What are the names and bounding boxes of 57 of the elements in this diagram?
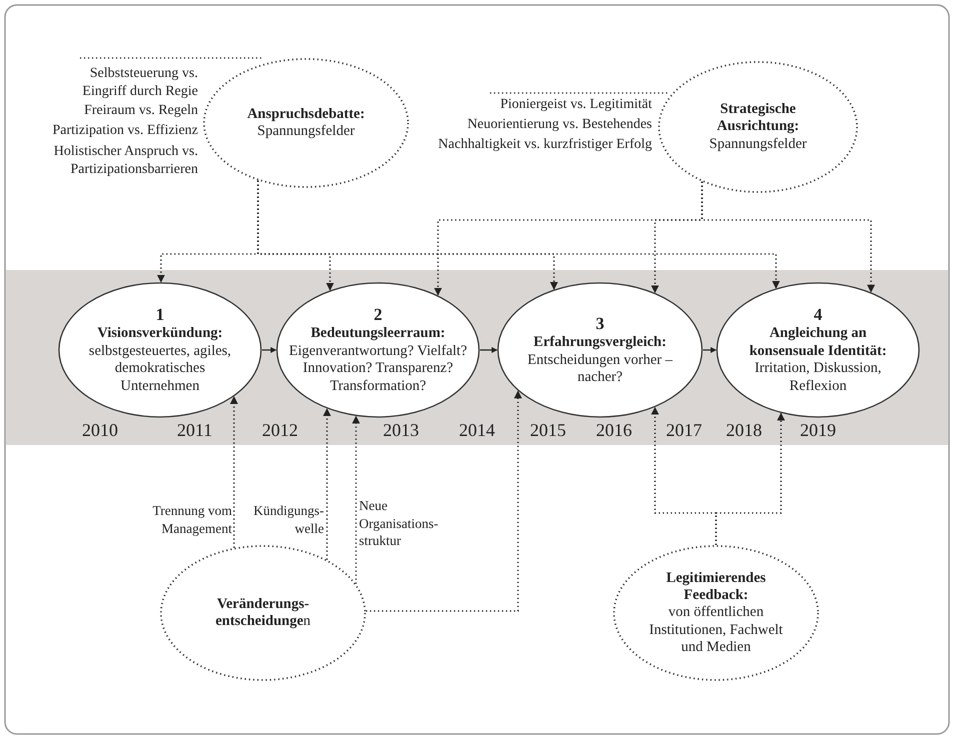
arrow <box>703 347 717 353</box>
node-text: selbstgesteuertes, agiles, demokratisches Unternehmen <box>88 342 232 395</box>
tension-label: Freiraum vs. Regeln <box>83 102 198 120</box>
year-label: 2016 <box>596 420 632 441</box>
year-label: 2014 <box>459 420 495 441</box>
arrow <box>262 347 277 353</box>
node-text: Eigenverantwortung? Vielfalt? Innovation? Transparenz? Transformation? <box>288 342 468 395</box>
year-label: 2019 <box>800 420 836 441</box>
year-label: 2012 <box>262 420 298 441</box>
node-heading: Visionsverkündung: <box>97 325 223 343</box>
node-text: Veränderungs- entscheidungen <box>214 596 312 630</box>
tension-label: Nachhaltigkeit vs. kurzfristiger Erfolg <box>437 136 652 154</box>
node-heading: Anspruchsdebatte: <box>247 106 365 123</box>
theme-ellipse <box>613 545 819 681</box>
dotted-arrow <box>701 182 875 293</box>
year-label: 2018 <box>726 420 762 441</box>
year-label: 2017 <box>666 420 702 441</box>
stage-number: 1 <box>156 305 164 326</box>
year-label: 2013 <box>383 420 419 441</box>
stage-ellipse <box>276 282 480 418</box>
tension-label: Neuorientierung vs. Bestehendes <box>466 116 652 134</box>
dotted-arrow <box>715 412 785 545</box>
node-heading: Erfahrungsvergleich: <box>534 334 666 352</box>
stage-ellipse <box>497 282 703 418</box>
dotted-arrow <box>257 180 780 289</box>
tension-label: Pioniergeist vs. Legitimität <box>499 96 652 114</box>
dotted-arrow <box>352 416 360 584</box>
stage-ellipse <box>58 282 262 418</box>
year-label: 2015 <box>530 420 566 441</box>
tension-label: Partizipation vs. Effizienz <box>51 122 198 140</box>
dotted-arrow <box>230 396 238 548</box>
theme-ellipse <box>203 58 409 188</box>
node-heading: Angleichung an konsensuale Identität: <box>748 325 888 360</box>
stage-number: 2 <box>374 305 382 326</box>
stage-number: 3 <box>596 314 604 334</box>
node-text: von öffentlichen Institutionen, Fachwelt und Medien <box>648 604 784 656</box>
node-heading: Legitimierendes Feedback: <box>665 570 767 604</box>
theme-ellipse <box>658 61 858 193</box>
tension-label: Selbststeuerung vs. Eingriff durch Regie <box>81 65 198 102</box>
stage-number: 4 <box>814 305 822 326</box>
node-text: Entscheidungen vorher – nacher? <box>526 352 674 386</box>
node-heading: Strategische Ausrichtung: <box>716 100 800 136</box>
node-text: Spannungsfelder <box>709 136 807 154</box>
arrow <box>480 347 498 353</box>
dotted-arrow <box>323 408 331 560</box>
node-heading: Bedeutungsleerraum: <box>310 325 446 343</box>
edge-label: Trennung vom Management <box>152 502 232 538</box>
node-text: Spannungsfelder <box>257 123 355 140</box>
stage-ellipse <box>716 282 920 418</box>
tension-label: Holistischer Anspruch vs. Partizipationsbarrieren <box>52 143 198 180</box>
year-label: 2010 <box>82 420 118 441</box>
edge-label: Kündigungs- welle <box>252 502 324 538</box>
theme-ellipse <box>160 545 366 681</box>
dotted-arrow <box>366 390 522 612</box>
year-label: 2011 <box>177 420 212 441</box>
edge-label: Neue Organisations- struktur <box>359 497 440 550</box>
node-text: Irritation, Diskussion, Reflexion <box>754 360 882 395</box>
